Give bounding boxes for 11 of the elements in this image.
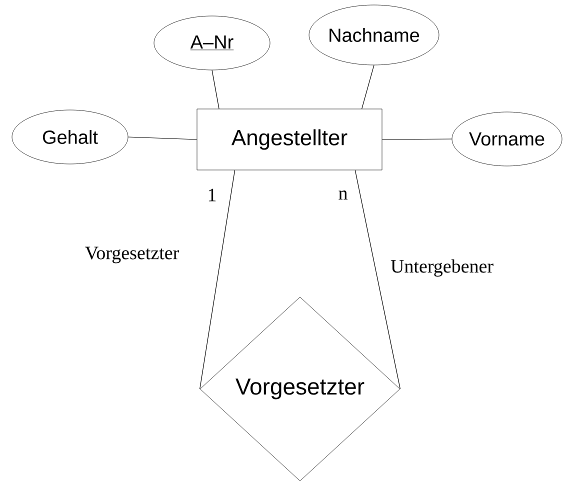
connector-line	[128, 136, 198, 140]
role-label: Untergebener	[389, 258, 495, 278]
connector-line	[212, 70, 220, 110]
connector-line	[200, 170, 236, 390]
role-label: Vorgesetzter	[84, 246, 180, 264]
connector-line	[382, 138, 452, 140]
connector-line	[354, 170, 400, 390]
cardinality-label: n	[338, 190, 348, 200]
entity-box: Angestellter	[196, 108, 382, 170]
connector-line	[362, 64, 374, 110]
cardinality-label: 1	[208, 188, 216, 202]
